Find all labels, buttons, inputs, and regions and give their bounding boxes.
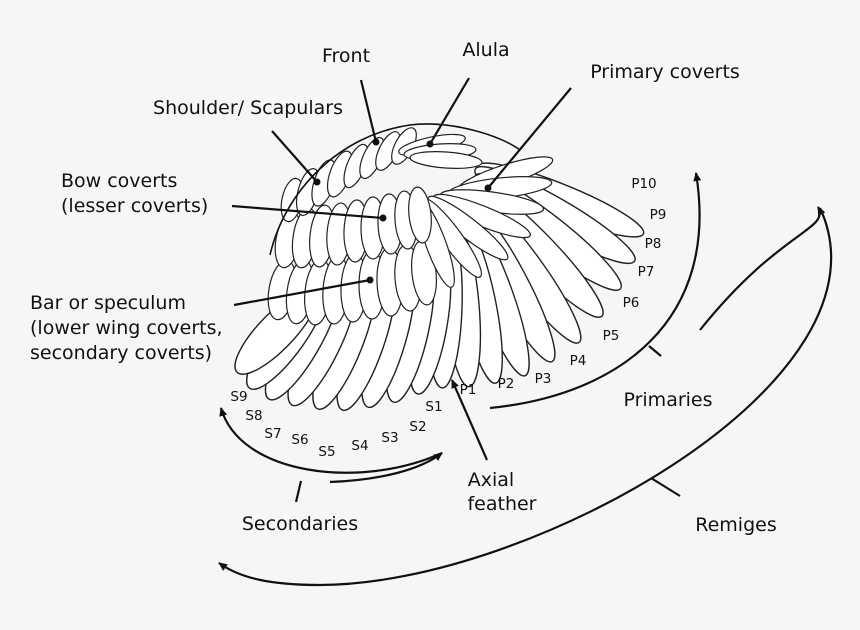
primaries-arc bbox=[489, 172, 702, 410]
label-axial: Axial bbox=[468, 469, 514, 491]
label-s5: S5 bbox=[318, 444, 335, 460]
label-s1: S1 bbox=[425, 399, 442, 415]
label-front: Front bbox=[322, 45, 370, 67]
alula-feathers bbox=[398, 133, 483, 169]
label-s2: S2 bbox=[409, 419, 426, 435]
label-remiges: Remiges bbox=[695, 514, 776, 536]
label-s7: S7 bbox=[264, 426, 281, 442]
label-p9: P9 bbox=[650, 207, 667, 223]
label-lower-wing-coverts: (lower wing coverts, bbox=[30, 317, 223, 339]
label-p7: P7 bbox=[638, 264, 655, 280]
lesser-coverts bbox=[274, 186, 432, 269]
label-lesser-coverts: (lesser coverts) bbox=[61, 195, 208, 217]
label-s3: S3 bbox=[381, 430, 398, 446]
label-p3: P3 bbox=[535, 371, 552, 387]
label-p10: P10 bbox=[631, 176, 656, 192]
secondary-coverts bbox=[267, 240, 437, 326]
label-p6: P6 bbox=[623, 295, 640, 311]
label-alula: Alula bbox=[462, 39, 509, 61]
label-p4: P4 bbox=[570, 353, 587, 369]
secondary-numbers: S1 S2 S3 S4 S5 S6 S7 S8 S9 bbox=[230, 389, 442, 460]
remiges-tick bbox=[650, 477, 681, 497]
primary-numbers: P1 P2 P3 P4 P5 P6 P7 P8 P9 P10 bbox=[460, 176, 667, 398]
label-feather: feather bbox=[467, 493, 536, 515]
label-p8: P8 bbox=[645, 236, 662, 252]
wing-illustration bbox=[234, 123, 645, 412]
primaries-tick bbox=[648, 345, 662, 357]
secondaries-tick bbox=[294, 480, 303, 503]
secondaries-arc-head bbox=[329, 452, 443, 484]
label-bar-speculum: Bar or speculum bbox=[30, 292, 186, 314]
label-s4: S4 bbox=[351, 438, 368, 454]
remiges-arc bbox=[218, 207, 833, 587]
label-shoulder: Shoulder/ Scapulars bbox=[153, 97, 343, 119]
leader-lines bbox=[231, 77, 572, 461]
label-p5: P5 bbox=[603, 328, 620, 344]
secondaries-arc bbox=[219, 407, 443, 474]
label-secondaries: Secondaries bbox=[242, 513, 358, 535]
label-secondary-coverts: secondary coverts) bbox=[30, 342, 212, 364]
remiges-arc-head bbox=[699, 206, 826, 331]
label-p1: P1 bbox=[460, 382, 477, 398]
label-bow-coverts: Bow coverts bbox=[61, 170, 177, 192]
main-labels: Front Alula Primary coverts Shoulder/ Sc… bbox=[30, 39, 777, 536]
label-s6: S6 bbox=[291, 432, 308, 448]
label-primary-coverts: Primary coverts bbox=[590, 61, 740, 83]
label-primaries: Primaries bbox=[623, 389, 712, 411]
label-p2: P2 bbox=[498, 376, 515, 392]
range-arcs bbox=[218, 172, 833, 587]
label-s9: S9 bbox=[230, 389, 247, 405]
primary-coverts-feathers bbox=[417, 156, 554, 288]
label-s8: S8 bbox=[245, 408, 262, 424]
